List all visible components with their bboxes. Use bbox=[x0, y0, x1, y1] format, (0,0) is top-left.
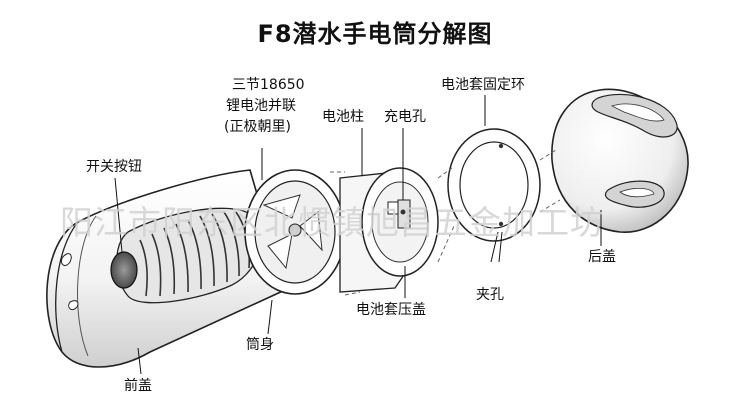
label-front-cover: 前盖 bbox=[124, 378, 152, 394]
switch-button-part bbox=[110, 251, 138, 289]
label-clip-hole: 夹孔 bbox=[476, 287, 504, 303]
label-battery-post: 电池柱 bbox=[322, 109, 364, 125]
grip-ribs bbox=[116, 207, 262, 304]
label-battery-line3: (正极朝里) bbox=[224, 119, 291, 135]
label-barrel: 筒身 bbox=[246, 337, 274, 353]
label-retaining-ring: 电池套固定环 bbox=[441, 77, 525, 93]
watermark-text: 阳江市阳东区北惯镇旭昌五金加工坊 bbox=[60, 203, 604, 242]
leader-lines bbox=[114, 95, 602, 375]
label-battery-line2: 锂电池并联 bbox=[226, 98, 296, 114]
alignment-lines bbox=[330, 149, 561, 296]
label-battery-cap: 电池套压盖 bbox=[356, 302, 426, 318]
retaining-ring-part bbox=[447, 128, 541, 242]
label-charge-hole: 充电孔 bbox=[384, 109, 426, 125]
barrel-opening bbox=[244, 169, 346, 295]
rear-cap-part bbox=[551, 88, 689, 233]
diagram-title: F8潜水手电筒分解图 bbox=[257, 20, 493, 48]
label-rear-cover: 后盖 bbox=[588, 249, 616, 265]
flashlight-body bbox=[46, 169, 286, 368]
label-battery-line1: 三节18650 bbox=[232, 77, 305, 93]
label-switch-button: 开关按钮 bbox=[86, 159, 142, 175]
battery-post-part bbox=[339, 167, 439, 293]
